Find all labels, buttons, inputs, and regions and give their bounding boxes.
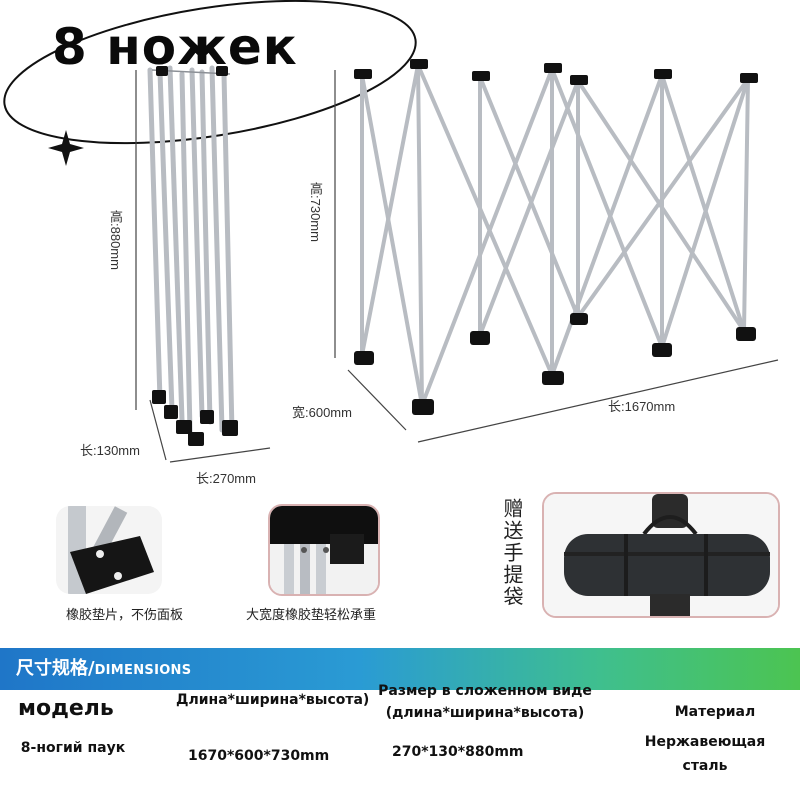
open-dimension-lines xyxy=(334,70,779,443)
wide-pad-caption: 大宽度橡胶垫轻松承重 xyxy=(246,608,377,623)
folded-dimension-lines xyxy=(135,70,271,463)
dimensions-title-cn: 尺寸规格/ xyxy=(16,658,95,679)
open-length-label: 长:1670mm xyxy=(608,399,676,414)
page-title: 8 ножек xyxy=(52,18,298,76)
folded-height-label: 高:880mm xyxy=(108,210,123,270)
carry-bag-photo xyxy=(542,492,780,618)
wide-pad-photo xyxy=(268,504,380,596)
dimensions-title-en: DIMENSIONS xyxy=(94,663,192,678)
title-ring-decoration xyxy=(3,0,417,166)
row-folded-size-value: 270*130*880mm xyxy=(392,744,524,760)
row-size-value: 1670*600*730mm xyxy=(188,748,330,764)
open-height-label: 高:730mm xyxy=(308,182,323,242)
dimensions-table-title: 尺寸规格/DIMENSIONS xyxy=(16,654,191,680)
dimensions-table-header xyxy=(0,648,800,690)
rubber-pad-caption: 橡胶垫片，不伤面板 xyxy=(66,608,184,623)
col-model-header: модель xyxy=(18,696,114,721)
folded-frame-illustration xyxy=(147,65,238,446)
col-size-header: Длина*ширина*высота) xyxy=(176,692,370,708)
open-width-label: 宽:600mm xyxy=(292,405,352,420)
row-model-value: 8-ногий паук xyxy=(20,740,126,756)
folded-width-label: 长:270mm xyxy=(196,471,256,486)
sparkle-icon xyxy=(48,130,84,166)
rubber-pad-photo xyxy=(56,506,162,594)
row-material-value: Нержавеющая сталь xyxy=(644,734,766,774)
carry-bag-caption: 赠送手提袋 xyxy=(500,498,524,608)
open-frame-illustration xyxy=(354,59,758,415)
col-material-header: Материал xyxy=(674,704,756,720)
folded-length-label: 长:130mm xyxy=(80,443,140,458)
col-folded-size-header: Размер в сложенном виде (длина*ширина*вы… xyxy=(378,683,592,721)
